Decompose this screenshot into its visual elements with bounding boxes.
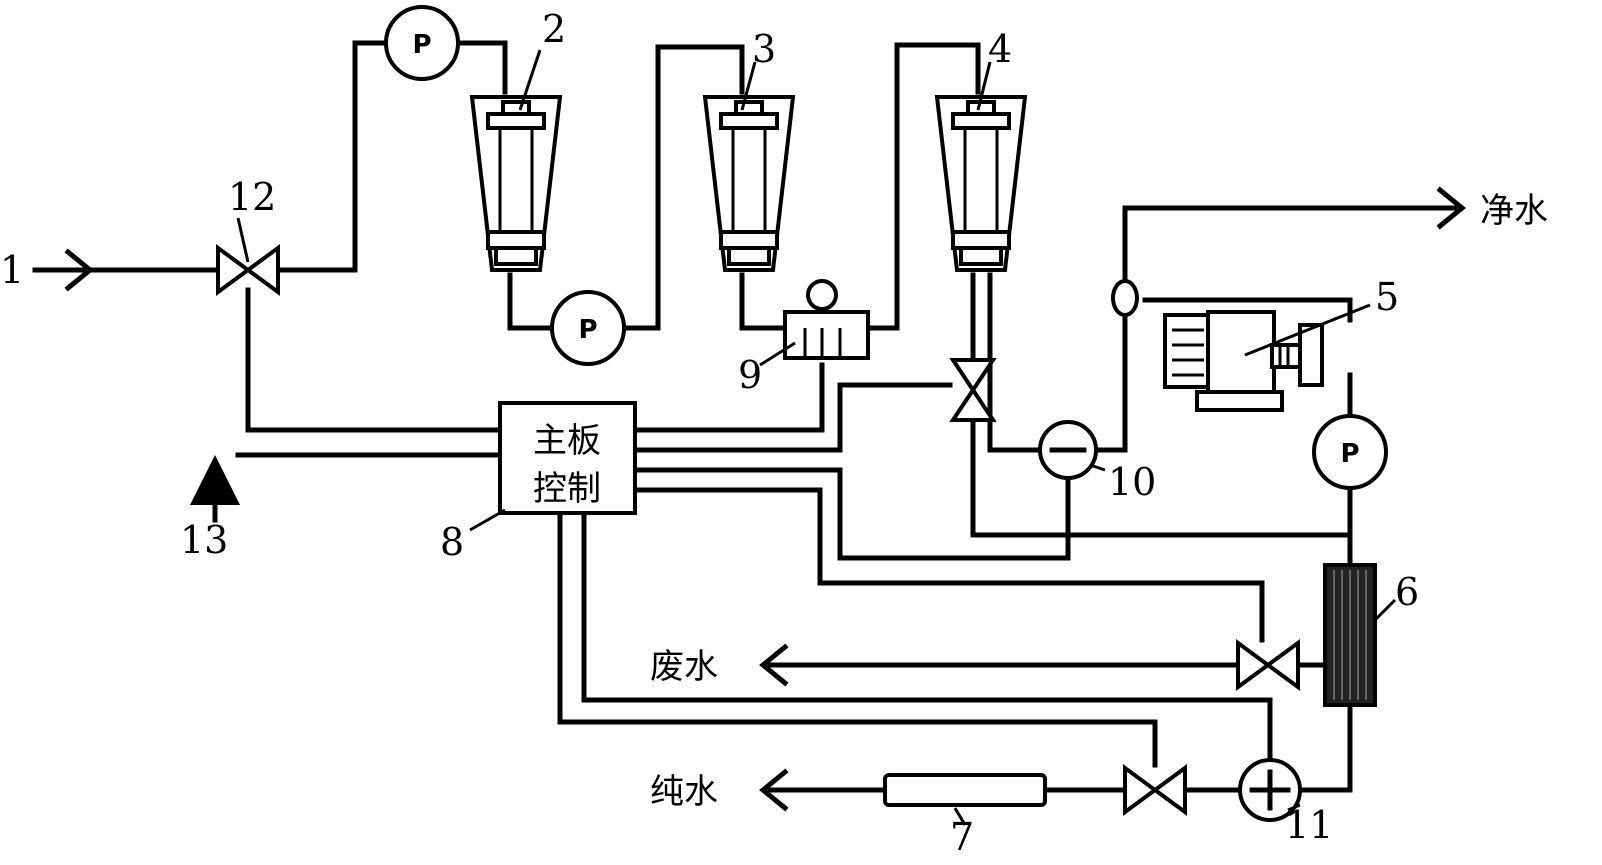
wire-mix11 — [581, 509, 1273, 768]
callout-9: 9 — [738, 353, 762, 397]
callout-11: 11 — [1285, 803, 1333, 847]
pump-2: P — [550, 290, 626, 366]
callout-1: 1 — [0, 248, 24, 292]
pure-water-arrow-icon — [759, 768, 789, 812]
pipe-pump2-to-filter3 — [622, 44, 745, 331]
pump-1: P — [384, 5, 460, 81]
inlet-arrow-icon — [64, 248, 94, 292]
pipe-pump1-to-filter2 — [455, 40, 508, 95]
ro-membrane-6-icon — [1323, 563, 1377, 707]
waste-valve-icon — [1236, 639, 1300, 691]
callout-5: 5 — [1375, 275, 1399, 319]
arrows — [64, 186, 1466, 812]
callout-7: 7 — [950, 815, 974, 859]
callout-4: 4 — [988, 27, 1012, 71]
inlet-valve-icon — [949, 358, 997, 422]
waste-water-arrow-icon — [759, 643, 789, 687]
callout-10: 10 — [1108, 460, 1156, 504]
pipe-valve-bypass — [970, 415, 1353, 538]
mixing-valve-11-icon — [1238, 758, 1302, 822]
callout-3: 3 — [752, 27, 776, 71]
pipe-membrane-to-mix11 — [1297, 697, 1353, 793]
callout-12: 12 — [228, 175, 276, 219]
check-valve-10-icon — [1038, 420, 1098, 480]
pump-2-label: P — [578, 315, 597, 345]
callout-13: 13 — [180, 518, 228, 562]
leader-lines — [236, 49, 1397, 826]
pipe-sensor9-to-filter4 — [865, 42, 981, 331]
pump-3-label: P — [1340, 439, 1359, 469]
callout-6: 6 — [1395, 570, 1419, 614]
clean-water-arrow-icon — [1436, 186, 1466, 230]
wire-waste-valve — [632, 487, 1265, 643]
callout-8: 8 — [440, 520, 464, 564]
pipe-filter2-to-pump2 — [507, 272, 553, 331]
wire-valve12 — [245, 287, 503, 433]
callout-2: 2 — [542, 7, 566, 51]
control-board-line2: 控制 — [533, 469, 601, 509]
wire-sensor9 — [632, 362, 825, 433]
pipe-filter4-to-check10 — [987, 272, 1043, 453]
pipe-filter3-to-sensor9 — [739, 272, 788, 331]
pump-1-label: P — [412, 30, 431, 60]
wire-inlet-valve — [632, 382, 953, 453]
tee-junction-icon — [1111, 279, 1139, 317]
pure-water-label: 纯水 — [650, 772, 718, 812]
valve-12-icon — [216, 244, 280, 296]
pipe-clean-water-out — [1122, 205, 1458, 288]
flow-sensor-9 — [783, 279, 870, 360]
main-control-board: 主板 控制 — [498, 401, 637, 515]
booster-pump-5-icon — [1163, 310, 1324, 412]
post-filter-7-icon — [883, 773, 1047, 807]
wire-pure-valve — [557, 509, 1158, 768]
filter-cartridge-4 — [934, 95, 1028, 272]
pipe-check10-to-tee — [1097, 307, 1128, 453]
waste-water-label: 废水 — [650, 647, 718, 687]
pump-3: P — [1312, 414, 1388, 490]
wire-check10 — [632, 467, 1071, 561]
control-wires — [235, 287, 1273, 768]
control-board-line1: 主板 — [533, 421, 601, 461]
clean-water-label: 净水 — [1480, 191, 1548, 231]
filter-cartridge-2 — [469, 95, 563, 272]
sensor-13-icon — [190, 455, 240, 523]
pure-valve-icon — [1123, 764, 1187, 816]
pipe-valve12-to-pump1 — [273, 40, 388, 273]
filter-cartridge-3 — [702, 95, 796, 272]
